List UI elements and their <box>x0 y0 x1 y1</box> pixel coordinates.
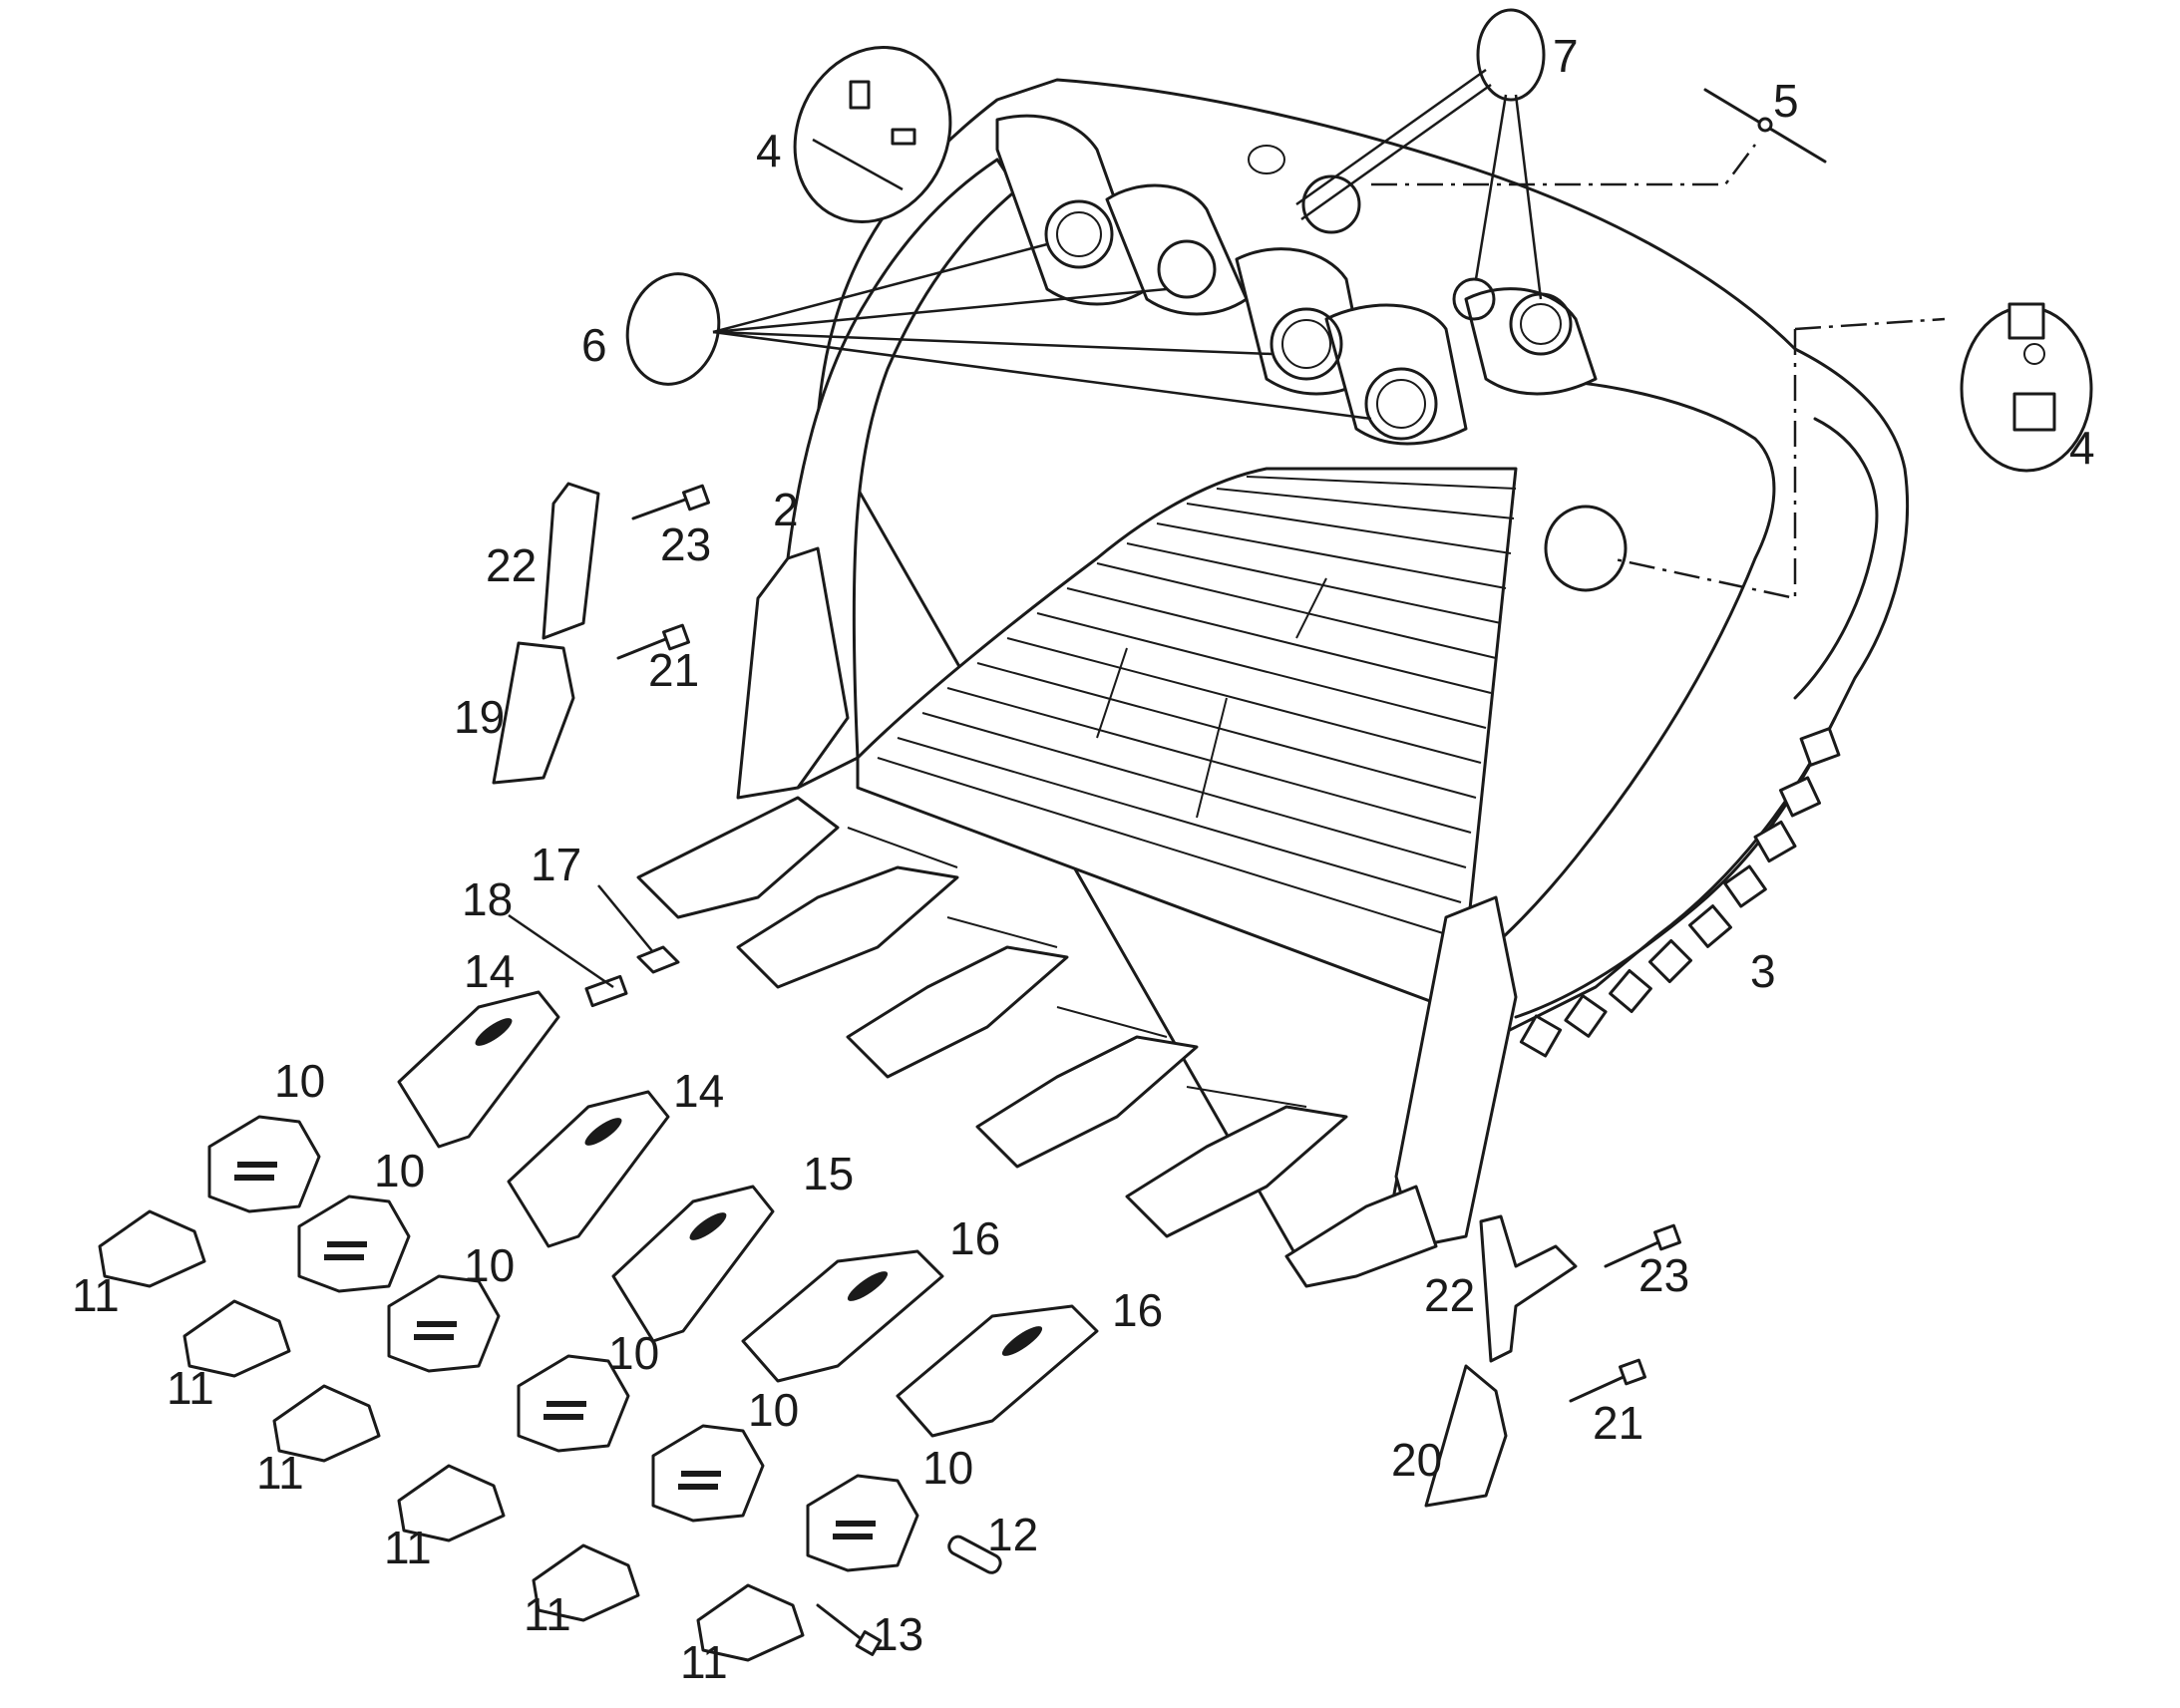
callout-11: 11 <box>680 1636 728 1688</box>
part-18-locking-pin <box>584 974 628 1008</box>
callout-23: 23 <box>660 518 711 570</box>
part-13-bolt <box>816 1603 883 1656</box>
callout-labels: 2 3 4 4 5 6 7 10 10 10 10 10 10 11 11 11… <box>72 30 2095 1688</box>
wear-caps-10 <box>207 1115 919 1572</box>
callout-11: 11 <box>167 1362 214 1414</box>
part-11-adapter <box>696 1583 805 1662</box>
callout-11: 11 <box>384 1522 432 1573</box>
part-11-adapter <box>532 1543 640 1622</box>
callout-20: 20 <box>1391 1434 1442 1486</box>
part-22-side-shroud-left <box>542 482 600 640</box>
part-23-bolt-left <box>631 484 710 520</box>
part-6-cover-plate <box>625 272 721 386</box>
callout-6: 6 <box>581 319 607 371</box>
part-16-tooth <box>741 1249 944 1383</box>
part-14-tooth <box>507 1090 670 1248</box>
callout-7: 7 <box>1553 30 1579 82</box>
callout-22: 22 <box>1424 1269 1475 1321</box>
part-22-side-shroud-right <box>1479 1214 1578 1363</box>
part-20-side-shroud-right <box>1424 1364 1508 1508</box>
callout-2: 2 <box>773 484 799 535</box>
hinge-bosses <box>995 114 1598 446</box>
part-10-cap <box>806 1474 919 1572</box>
part-10-cap <box>387 1274 501 1373</box>
callout-5: 5 <box>1773 75 1799 127</box>
part-19-side-shroud-left <box>492 641 575 785</box>
bucket-body <box>736 78 1910 1258</box>
part-10-cap <box>207 1115 321 1213</box>
part-11-adapter <box>397 1464 506 1542</box>
callout-10: 10 <box>274 1055 325 1107</box>
callout-13: 13 <box>873 1608 923 1660</box>
callout-16: 16 <box>949 1212 1000 1264</box>
part-21-bolt-left <box>616 623 690 660</box>
callout-23: 23 <box>1638 1249 1689 1301</box>
part-15-tooth <box>611 1185 775 1343</box>
callout-21: 21 <box>1593 1397 1643 1449</box>
floor-liner-plates <box>877 476 1517 938</box>
part-23-bolt-right <box>1604 1223 1681 1268</box>
callout-4: 4 <box>2069 422 2095 474</box>
leader-lines <box>508 68 1946 989</box>
part-5-pin <box>1703 88 1827 164</box>
callout-14: 14 <box>464 945 515 997</box>
side-wear-blocks <box>1519 727 1841 1058</box>
callout-10: 10 <box>748 1384 799 1436</box>
callout-10: 10 <box>464 1239 515 1291</box>
part-10-cap <box>517 1354 630 1453</box>
part-10-cap <box>651 1424 765 1523</box>
callout-10: 10 <box>922 1442 973 1494</box>
part-4-decal-right <box>1960 302 2093 473</box>
callout-11: 11 <box>72 1269 120 1321</box>
front-lip-adapters <box>636 796 1438 1288</box>
part-10-cap <box>297 1195 411 1293</box>
part-16-tooth <box>896 1304 1099 1438</box>
callout-18: 18 <box>462 873 513 925</box>
callout-4: 4 <box>756 125 782 176</box>
teeth-group <box>397 990 1099 1438</box>
part-12-pin <box>947 1535 1002 1574</box>
part-11-adapter <box>182 1299 291 1378</box>
part-14-tooth <box>397 990 560 1149</box>
callout-11: 11 <box>524 1588 571 1640</box>
callout-17: 17 <box>531 839 581 890</box>
callout-10: 10 <box>374 1145 425 1196</box>
part-21-bolt-right <box>1569 1358 1646 1403</box>
part-11-adapter <box>98 1209 206 1288</box>
part-11-adapter <box>272 1384 381 1463</box>
callout-3: 3 <box>1750 945 1776 997</box>
part-4-decal-left <box>793 45 952 224</box>
callout-22: 22 <box>486 539 537 591</box>
callout-12: 12 <box>987 1509 1038 1560</box>
part-7-cover-plate <box>1476 8 1546 102</box>
callout-11: 11 <box>256 1447 304 1499</box>
callout-16: 16 <box>1112 1284 1163 1336</box>
callout-19: 19 <box>454 691 505 743</box>
callout-15: 15 <box>803 1148 854 1199</box>
callout-14: 14 <box>673 1065 724 1117</box>
part-17-retainer <box>636 945 680 974</box>
callout-10: 10 <box>608 1327 659 1379</box>
callout-21: 21 <box>648 644 699 696</box>
adapters-11 <box>98 1209 805 1662</box>
